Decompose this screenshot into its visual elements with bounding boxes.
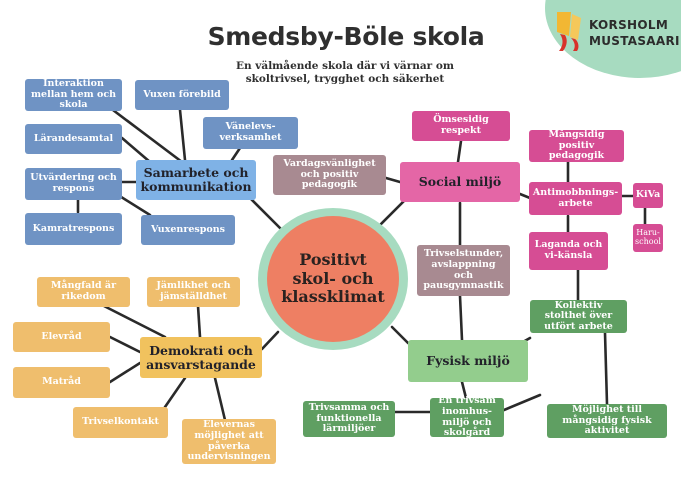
hub-samarbete: Samarbete och kommunikation: [136, 160, 256, 200]
node-haru-school: Haru-school: [633, 224, 663, 252]
connector-line: [518, 192, 532, 200]
node-trivselkontakt: Trivselkontakt: [73, 407, 168, 438]
connector-line: [108, 335, 142, 354]
connector-line: [390, 325, 410, 345]
connector-line: [603, 331, 609, 406]
node-larandesamtal: Lärandesamtal: [25, 124, 122, 154]
connector-line: [120, 136, 152, 164]
korsholm-emblem-icon: [557, 12, 581, 51]
node-interaktion: Interaktion mellan hem och skola: [25, 78, 122, 111]
node-inomhusmiljo: En trivsam inomhus-miljö och skolgård: [430, 395, 504, 438]
connector-line: [178, 108, 187, 162]
page-subtitle: En välmående skola där vi värnar om skol…: [236, 60, 454, 86]
connector-line: [103, 102, 192, 170]
center-node: Positivt skol- och klassklimat: [267, 216, 399, 342]
node-omsesidig-respekt: Ömsesidig respekt: [412, 111, 510, 141]
connector-line: [384, 176, 402, 184]
node-vuxen-forebild: Vuxen förebild: [135, 80, 229, 110]
connector-line: [108, 361, 142, 384]
node-trivselstunder: Trivselstunder, avslappning och pausgymn…: [417, 245, 510, 296]
node-vardagsvanlighet: Vardagsvänlighet och positiv pedagogik: [273, 155, 386, 195]
logo-text-line2: MUSTASAARI: [589, 34, 680, 48]
page-title: Smedsby-Böle skola: [207, 22, 485, 51]
node-kamratrespons: Kamratrespons: [25, 213, 122, 245]
connector-line: [458, 294, 464, 342]
hub-fysisk: Fysisk miljö: [408, 340, 528, 382]
node-elevrad: Elevråd: [13, 322, 110, 352]
connector-line: [116, 193, 152, 217]
node-kiva: KiVa: [633, 183, 663, 208]
connector-line: [196, 304, 202, 339]
node-kollektiv-stolthet: Kollektiv stolthet över utfört arbete: [530, 300, 627, 333]
connector-line: [163, 376, 187, 409]
node-matrad: Matråd: [13, 367, 110, 398]
connector-line: [502, 393, 542, 412]
node-mangfald: Mångfald är rikedom: [37, 277, 130, 307]
node-antimobbning: Antimobbnings-arbete: [529, 182, 622, 215]
logo-text-line1: KORSHOLM: [589, 18, 669, 32]
node-jamlikhet: Jämlikhet och jämställdhet: [147, 277, 240, 307]
connector-line: [460, 380, 468, 400]
hub-social: Social miljö: [400, 162, 520, 202]
connector-line: [260, 330, 280, 351]
node-elevernas-mojlighet: Elevernas möjlighet att påverka undervis…: [182, 419, 276, 464]
node-trivsamma-larmiljoer: Trivsamma och funktionella lärmiljöer: [303, 401, 395, 437]
hub-demokrati: Demokrati och ansvarstagande: [140, 337, 262, 378]
node-utvardering: Utvärdering och respons: [25, 168, 122, 200]
connector-line: [213, 376, 227, 422]
connector-line: [456, 139, 463, 164]
center-label: Positivt skol- och klassklimat: [281, 249, 385, 307]
connector-line: [102, 304, 167, 339]
node-mojlighet-fysisk-aktivitet: Möjlighet till mångsidig fysisk aktivite…: [547, 404, 667, 438]
node-vanelevsverksamhet: Vänelevs-verksamhet: [203, 117, 298, 149]
node-mangsidig-pedagogik: Mångsidig positiv pedagogik: [529, 129, 624, 162]
node-laganda: Laganda och vi-känsla: [529, 232, 608, 270]
node-vuxenrespons: Vuxenrespons: [141, 215, 235, 245]
